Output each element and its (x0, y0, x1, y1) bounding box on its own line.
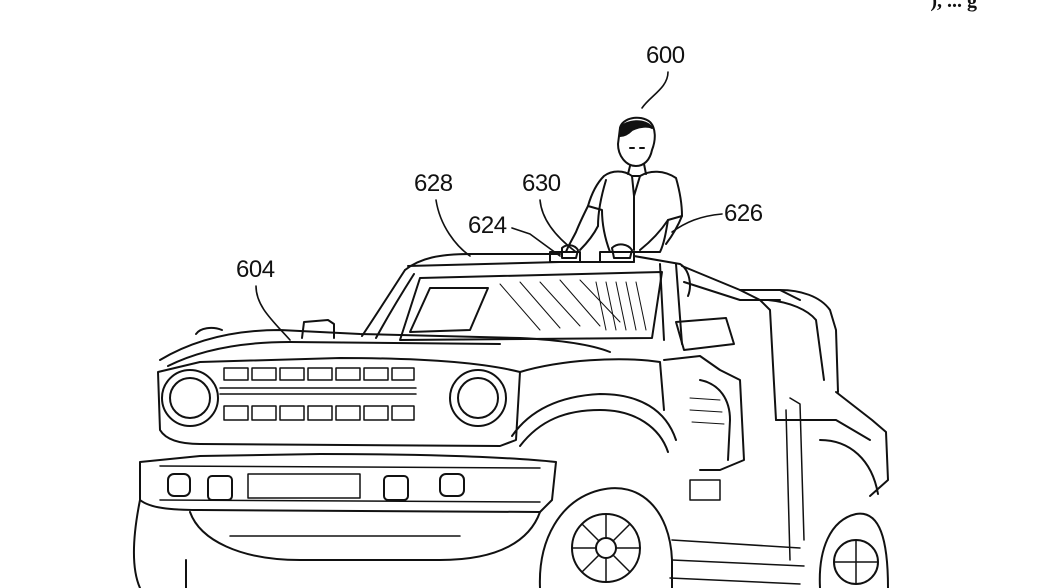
label-604: 604 (236, 256, 275, 283)
label-628: 628 (414, 170, 453, 197)
leader-628 (436, 200, 470, 256)
windshield-frame (362, 254, 838, 392)
leader-604 (256, 286, 290, 340)
leader-626 (672, 214, 722, 232)
label-630: 630 (522, 170, 561, 197)
leader-630 (540, 200, 576, 252)
leader-lines (256, 72, 722, 340)
label-624: 624 (468, 212, 507, 239)
leader-624 (512, 228, 560, 256)
header-fragment: ), ... g (930, 0, 977, 12)
label-626: 626 (724, 200, 763, 227)
label-600: 600 (646, 42, 685, 69)
person-figure (550, 118, 682, 262)
leader-600 (642, 72, 668, 108)
vehicle-body (134, 290, 888, 588)
